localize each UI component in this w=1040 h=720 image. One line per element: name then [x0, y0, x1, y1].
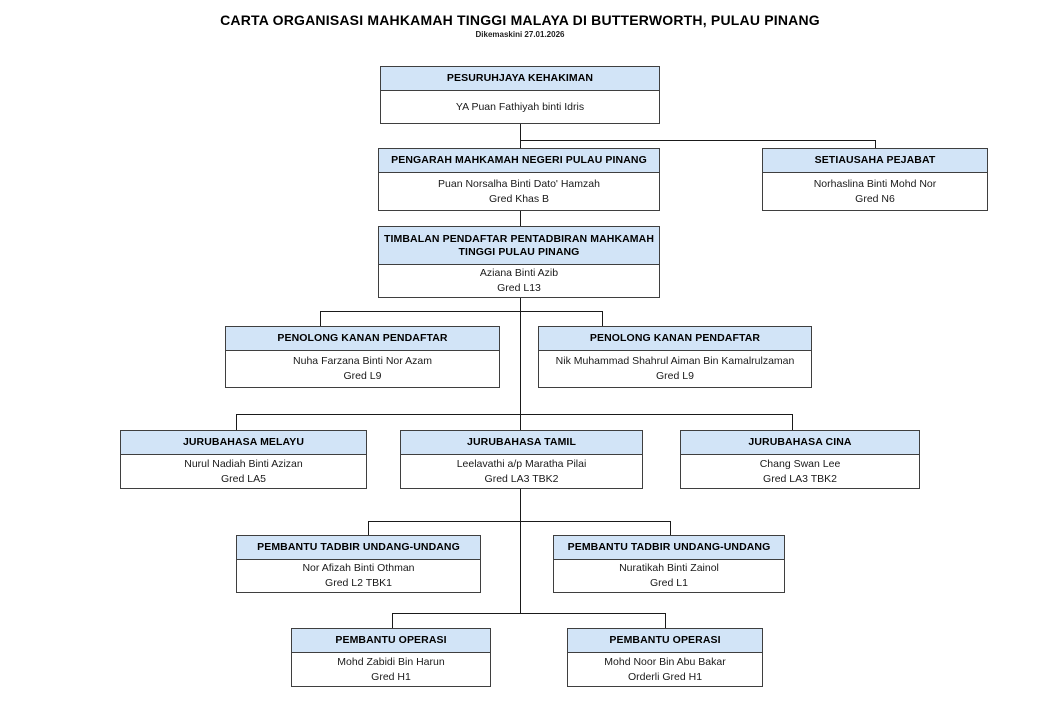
person-name: Chang Swan Lee [759, 457, 841, 470]
grade-label: Gred Khas B [488, 192, 550, 205]
grade-label: Gred L9 [343, 370, 382, 382]
connector-line [236, 414, 237, 430]
org-box-pengarah-mahkamah-negeri: PENGARAH MAHKAMAH NEGERI PULAU PINANG Pu… [378, 148, 660, 211]
connector-line [665, 613, 666, 628]
grade-label: Orderli Gred H1 [627, 670, 703, 683]
org-box-pembantu-tadbir-1: PEMBANTU TADBIR UNDANG-UNDANG Nor Afizah… [236, 535, 481, 593]
org-box-penolong-kanan-pendaftar-2: PENOLONG KANAN PENDAFTAR Nik Muhammad Sh… [538, 326, 812, 388]
org-box-setiausaha-pejabat: SETIAUSAHA PEJABAT Norhaslina Binti Mohd… [762, 148, 988, 211]
connector-line [320, 311, 603, 312]
role-title: PEMBANTU OPERASI [292, 629, 490, 653]
org-box-jurubahasa-cina: JURUBAHASA CINA Chang Swan Lee Gred LA3 … [680, 430, 920, 489]
role-title: JURUBAHASA MELAYU [121, 431, 366, 455]
connector-line [392, 613, 393, 628]
org-box-pesuruhjaya-kehakiman: PESURUHJAYA KEHAKIMAN YA Puan Fathiyah b… [380, 66, 660, 124]
person-name: Nuratikah Binti Zainol [619, 562, 719, 574]
person-name: Mohd Zabidi Bin Harun [337, 655, 445, 668]
last-updated-label: Dikemaskini 27.01.2026 [475, 30, 565, 39]
grade-label: Gred L2 TBK1 [325, 577, 392, 589]
org-box-jurubahasa-tamil: JURUBAHASA TAMIL Leelavathi a/p Maratha … [400, 430, 643, 489]
connector-line [792, 414, 793, 430]
grade-label: Gred N6 [855, 192, 895, 205]
role-title: JURUBAHASA CINA [681, 431, 919, 455]
connector-line [875, 140, 876, 148]
connector-line [236, 414, 793, 415]
org-box-penolong-kanan-pendaftar-1: PENOLONG KANAN PENDAFTAR Nuha Farzana Bi… [225, 326, 500, 388]
org-box-pembantu-tadbir-2: PEMBANTU TADBIR UNDANG-UNDANG Nuratikah … [553, 535, 785, 593]
role-title: PENGARAH MAHKAMAH NEGERI PULAU PINANG [379, 149, 659, 173]
grade-label: Gred LA3 TBK2 [763, 472, 837, 485]
person-name: Mohd Noor Bin Abu Bakar [604, 655, 726, 668]
role-title: PEMBANTU TADBIR UNDANG-UNDANG [554, 536, 784, 560]
role-title: TIMBALAN PENDAFTAR PENTADBIRAN MAHKAMAH … [379, 227, 659, 265]
connector-line [320, 311, 321, 326]
connector-line [520, 414, 521, 430]
role-title: PEMBANTU OPERASI [568, 629, 762, 653]
connector-line [670, 521, 671, 535]
connector-line [392, 613, 666, 614]
person-name: Puan Norsalha Binti Dato' Hamzah [438, 177, 600, 190]
connector-line [520, 211, 521, 226]
grade-label: Gred H1 [371, 670, 411, 683]
role-title: PESURUHJAYA KEHAKIMAN [381, 67, 659, 91]
connector-line [520, 298, 521, 414]
connector-line [520, 124, 521, 148]
person-name: YA Puan Fathiyah binti Idris [455, 100, 585, 113]
role-title: JURUBAHASA TAMIL [401, 431, 642, 455]
person-name: Nurul Nadiah Binti Azizan [184, 457, 303, 470]
person-name: Nik Muhammad Shahrul Aiman Bin Kamalrulz… [555, 355, 795, 367]
person-name: Aziana Binti Azib [479, 267, 559, 279]
connector-line [368, 521, 671, 522]
grade-label: Gred LA5 [221, 472, 266, 485]
grade-label: Gred L1 [650, 577, 688, 589]
grade-label: Gred L13 [497, 282, 541, 294]
page-title: CARTA ORGANISASI MAHKAMAH TINGGI MALAYA … [220, 12, 820, 28]
org-box-pembantu-operasi-2: PEMBANTU OPERASI Mohd Noor Bin Abu Bakar… [567, 628, 763, 687]
connector-line [520, 489, 521, 613]
person-name: Nuha Farzana Binti Nor Azam [293, 355, 432, 367]
connector-line [520, 140, 876, 141]
grade-label: Gred L9 [656, 370, 694, 382]
connector-line [368, 521, 369, 535]
person-name: Nor Afizah Binti Othman [302, 562, 415, 574]
grade-label: Gred LA3 TBK2 [484, 472, 559, 485]
role-title: PENOLONG KANAN PENDAFTAR [226, 327, 499, 351]
role-title: PENOLONG KANAN PENDAFTAR [539, 327, 811, 351]
org-box-timbalan-pendaftar: TIMBALAN PENDAFTAR PENTADBIRAN MAHKAMAH … [378, 226, 660, 298]
org-box-jurubahasa-melayu: JURUBAHASA MELAYU Nurul Nadiah Binti Azi… [120, 430, 367, 489]
person-name: Leelavathi a/p Maratha Pilai [456, 457, 587, 470]
role-title: SETIAUSAHA PEJABAT [763, 149, 987, 173]
org-box-pembantu-operasi-1: PEMBANTU OPERASI Mohd Zabidi Bin Harun G… [291, 628, 491, 687]
connector-line [602, 311, 603, 326]
role-title: PEMBANTU TADBIR UNDANG-UNDANG [237, 536, 480, 560]
person-name: Norhaslina Binti Mohd Nor [813, 177, 937, 190]
